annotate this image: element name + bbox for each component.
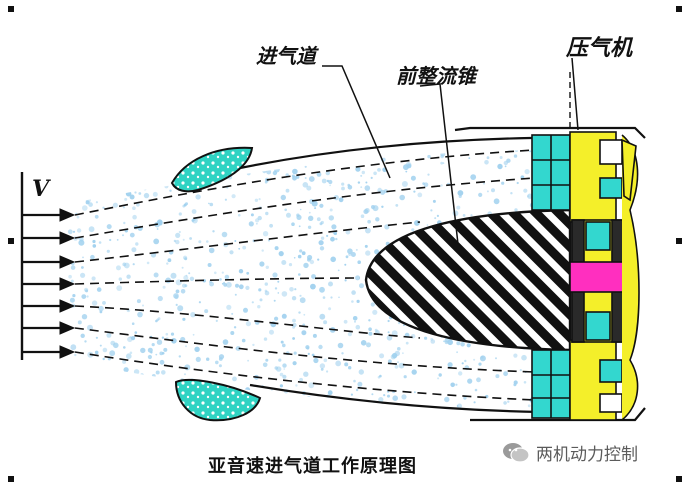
velocity-arrowhead-2 [60,232,74,244]
watermark-text: 两机动力控制 [536,440,638,465]
leader-cone [420,84,458,244]
velocity-arrowhead-6 [60,322,74,334]
lower-lip [176,380,260,420]
hub-center-marker [570,262,630,292]
fairing-cone-label: 前整流锥 [396,60,476,89]
diagram-caption: 亚音速进气道工作原理图 [208,452,417,478]
inlet-label: 进气道 [256,40,316,69]
front-fairing-cone [366,210,570,350]
wechat-icon [502,442,530,464]
leader-compressor [572,58,578,130]
velocity-label: V [32,176,49,202]
compressor-label: 压气机 [566,30,632,62]
velocity-arrowhead-1 [60,209,74,221]
leader-inlet [322,66,390,178]
watermark: 两机动力控制 [502,440,638,465]
